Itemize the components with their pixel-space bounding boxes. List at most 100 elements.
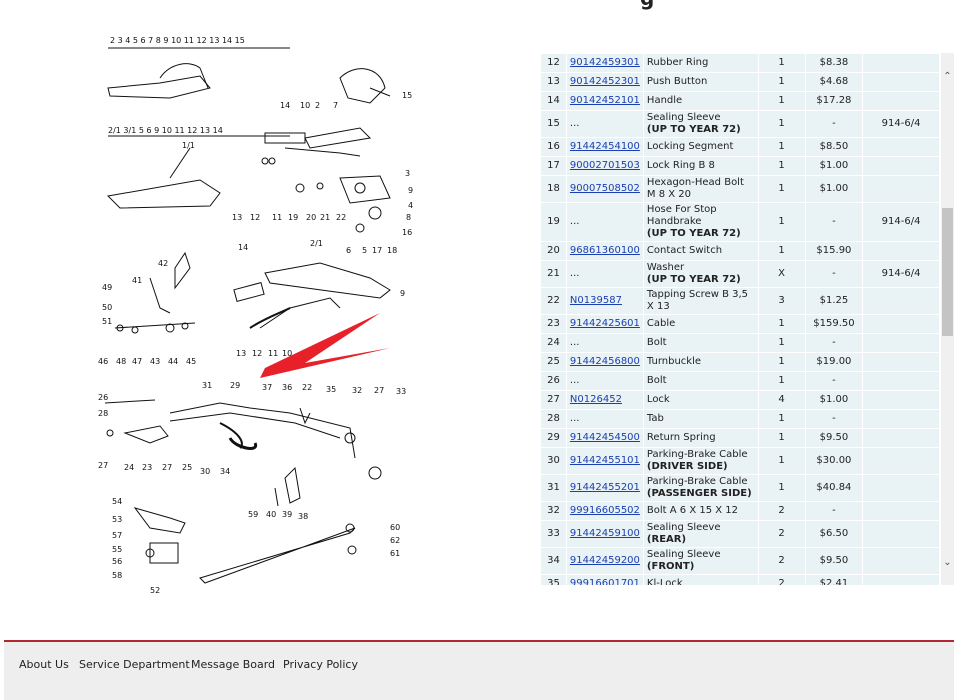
row-part-number: 96861360100 (565, 241, 644, 261)
row-part-number: ... (565, 260, 644, 288)
scroll-down-arrow-icon[interactable]: ⌄ (943, 556, 952, 568)
description-text: Tapping Screw B 3,5 X 13 (646, 289, 749, 312)
part-number-placeholder: ... (569, 216, 580, 227)
svg-text:23: 23 (142, 463, 152, 472)
row-part-number: 91442456800 (565, 352, 644, 372)
row-price: $40.84 (804, 474, 864, 502)
row-price: $8.38 (804, 53, 864, 73)
footer-link-message-board[interactable]: Message Board (191, 658, 276, 671)
svg-text:8: 8 (406, 213, 411, 222)
svg-text:47: 47 (132, 357, 142, 366)
part-number-link[interactable]: 91442455101 (569, 455, 640, 466)
parts-list-scrollbar[interactable]: ⌃ ⌄ (941, 53, 954, 585)
row-price: $4.68 (804, 72, 864, 92)
row-item-number: 33 (540, 520, 567, 548)
svg-text:2 3 4 5 6 7 8 9 10 11 12 13 14: 2 3 4 5 6 7 8 9 10 11 12 13 14 15 (110, 36, 245, 45)
row-quantity: 1 (757, 428, 806, 448)
row-price: - (804, 409, 864, 429)
svg-text:50: 50 (102, 303, 112, 312)
row-note (862, 53, 940, 73)
description-text: Locking Segment (646, 141, 734, 152)
svg-text:30: 30 (200, 467, 210, 476)
svg-text:29: 29 (230, 381, 240, 390)
part-number-link[interactable]: 91442459100 (569, 528, 640, 539)
footer-link-service-department[interactable]: Service Department (79, 658, 190, 671)
description-text: Parking-Brake Cable (646, 449, 748, 460)
part-number-link[interactable]: 91442456800 (569, 356, 640, 367)
part-number-link[interactable]: 91442454500 (569, 432, 640, 443)
part-number-link[interactable]: 91442455201 (569, 482, 640, 493)
part-number-link[interactable]: 90002701503 (569, 160, 640, 171)
svg-text:59: 59 (248, 510, 258, 519)
row-item-number: 27 (540, 390, 567, 410)
row-description: Push Button (642, 72, 759, 92)
row-description: Rubber Ring (642, 53, 759, 73)
row-description: Sealing Sleeve(FRONT) (642, 547, 759, 575)
row-quantity: 1 (757, 241, 806, 261)
footer-link-privacy-policy[interactable]: Privacy Policy (283, 658, 358, 671)
part-number-link[interactable]: 90007508502 (569, 183, 640, 194)
svg-text:53: 53 (112, 515, 122, 524)
part-number-link[interactable]: 90142452301 (569, 76, 640, 87)
row-description: Handle (642, 91, 759, 111)
row-part-number: 91442425601 (565, 314, 644, 334)
svg-text:38: 38 (298, 512, 308, 521)
row-quantity: 2 (757, 501, 806, 521)
row-item-number: 14 (540, 91, 567, 111)
part-number-link[interactable]: 96861360100 (569, 245, 640, 256)
row-description: Sealing Sleeve(UP TO YEAR 72) (642, 110, 759, 138)
row-part-number: 90142452301 (565, 72, 644, 92)
row-item-number: 24 (540, 333, 567, 353)
part-number-link[interactable]: N0126452 (569, 394, 622, 405)
row-description: Tapping Screw B 3,5 X 13 (642, 287, 759, 315)
part-number-link[interactable]: 91442454100 (569, 141, 640, 152)
row-price: $1.00 (804, 175, 864, 203)
row-note (862, 72, 940, 92)
row-quantity: X (757, 260, 806, 288)
row-description: Washer(UP TO YEAR 72) (642, 260, 759, 288)
scroll-up-arrow-icon[interactable]: ⌃ (943, 70, 952, 82)
footer-link-about-us[interactable]: About Us (19, 658, 69, 671)
handbrake-exploded-view: 2 3 4 5 6 7 8 9 10 11 12 13 14 15 2/1 3/… (98, 36, 413, 595)
row-item-number: 19 (540, 202, 567, 242)
svg-text:16: 16 (402, 228, 412, 237)
row-price: $2.41 (804, 574, 864, 585)
description-qualifier: (DRIVER SIDE) (646, 461, 728, 472)
row-quantity: 1 (757, 447, 806, 475)
svg-text:60: 60 (390, 523, 400, 532)
svg-text:42: 42 (158, 259, 168, 268)
scrollbar-thumb[interactable] (942, 208, 953, 336)
svg-text:6: 6 (346, 246, 351, 255)
row-note (862, 241, 940, 261)
svg-text:22: 22 (336, 213, 346, 222)
row-note (862, 333, 940, 353)
svg-text:27: 27 (162, 463, 172, 472)
part-number-link[interactable]: 90142452101 (569, 95, 640, 106)
row-part-number: 99916601701 (565, 574, 644, 585)
row-note (862, 574, 940, 585)
row-quantity: 2 (757, 520, 806, 548)
svg-text:10: 10 (282, 349, 292, 358)
part-number-link[interactable]: 90142459301 (569, 57, 640, 68)
part-number-link[interactable]: 99916601701 (569, 578, 640, 585)
part-number-link[interactable]: 99916605502 (569, 505, 640, 516)
svg-text:44: 44 (168, 357, 178, 366)
row-quantity: 1 (757, 409, 806, 429)
row-note (862, 314, 940, 334)
row-part-number: 91442459100 (565, 520, 644, 548)
row-description: Turnbuckle (642, 352, 759, 372)
row-quantity: 2 (757, 574, 806, 585)
row-note (862, 137, 940, 157)
description-qualifier: (UP TO YEAR 72) (646, 228, 741, 239)
part-number-link[interactable]: 91442425601 (569, 318, 640, 329)
part-number-link[interactable]: N0139587 (569, 295, 622, 306)
description-text: Bolt A 6 X 15 X 12 (646, 505, 739, 516)
part-number-link[interactable]: 91442459200 (569, 555, 640, 566)
row-price: $19.00 (804, 352, 864, 372)
